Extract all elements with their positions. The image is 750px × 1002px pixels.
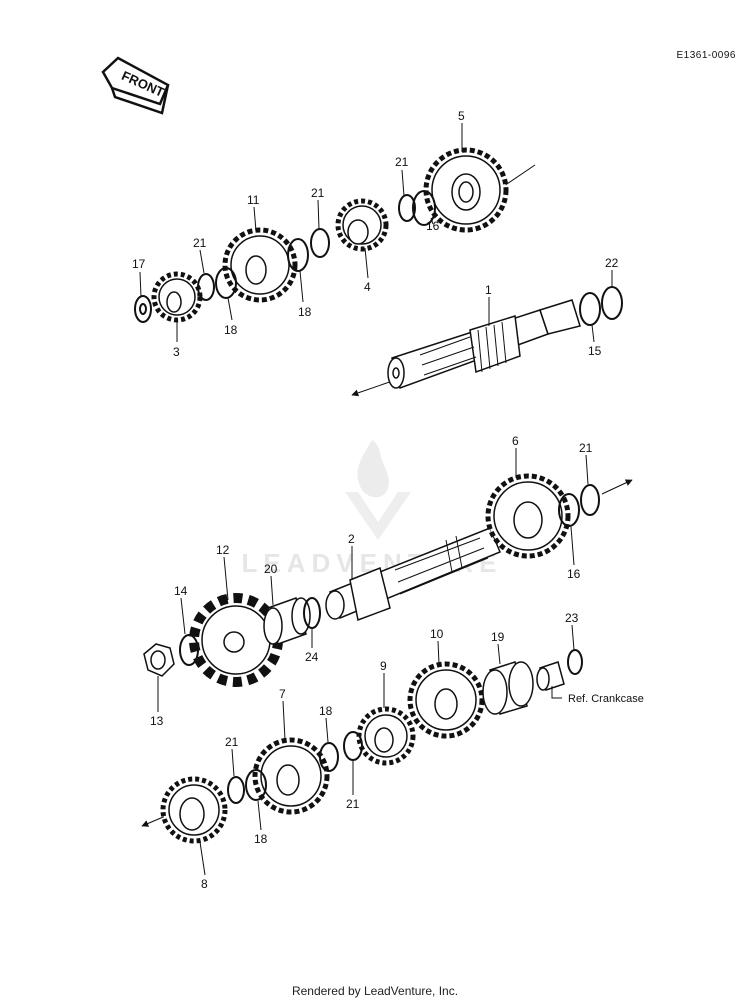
part-15-washer bbox=[579, 292, 601, 326]
callout-13: 13 bbox=[150, 714, 164, 728]
part-13-nut bbox=[143, 643, 175, 677]
lower-leader-lines bbox=[157, 448, 589, 876]
callout-8: 8 bbox=[201, 877, 208, 891]
diagram-code: E1361-0096 bbox=[676, 50, 736, 61]
part-12-sprocket bbox=[189, 593, 283, 687]
part-21-circlip-upper-right bbox=[398, 194, 416, 222]
footer-credit: Rendered by LeadVenture, Inc. bbox=[291, 984, 459, 998]
callout-7: 7 bbox=[279, 687, 286, 701]
callout-21: 21 bbox=[193, 236, 207, 250]
upper-leader-lines bbox=[139, 123, 613, 343]
callout-21: 21 bbox=[579, 441, 593, 455]
lower-right-washers bbox=[558, 484, 600, 527]
part-7-gear bbox=[252, 737, 330, 815]
part-8-gear bbox=[160, 776, 228, 844]
callout-20: 20 bbox=[264, 562, 278, 576]
callout-1: 1 bbox=[485, 283, 492, 297]
part-16-washer-upper bbox=[412, 190, 436, 226]
callout-23: 23 bbox=[565, 611, 579, 625]
callout-22: 22 bbox=[605, 256, 619, 270]
part-18-washer-upper-mid bbox=[287, 238, 309, 272]
callout-9: 9 bbox=[380, 659, 387, 673]
part-14-washer bbox=[179, 634, 199, 666]
callout-2: 2 bbox=[348, 532, 355, 546]
part-18-washer-lower-mid bbox=[319, 742, 339, 772]
lower-left-washers bbox=[227, 731, 363, 804]
part-9-gear bbox=[356, 706, 416, 766]
callout-17: 17 bbox=[132, 257, 146, 271]
part-21-circlip-lower-right bbox=[580, 484, 600, 516]
part-3-gear bbox=[151, 271, 203, 323]
part-4-gear bbox=[335, 198, 389, 252]
part-19-bearing bbox=[482, 661, 534, 715]
callout-12: 12 bbox=[216, 543, 230, 557]
front-direction-arrow: FRONT bbox=[101, 56, 170, 115]
callout-18: 18 bbox=[319, 704, 333, 718]
callout-14: 14 bbox=[174, 584, 188, 598]
callout-18: 18 bbox=[298, 305, 312, 319]
needle-bearing bbox=[536, 661, 565, 691]
callout-3: 3 bbox=[173, 345, 180, 359]
reference-leader bbox=[551, 686, 562, 699]
callout-numbers: 5 21 11 21 21 17 16 4 18 18 3 1 22 15 6 … bbox=[132, 109, 619, 891]
part-11-gear bbox=[222, 227, 298, 303]
callout-6: 6 bbox=[512, 434, 519, 448]
callout-21: 21 bbox=[225, 735, 239, 749]
part-18-washer-upper-left bbox=[215, 267, 237, 299]
callout-16: 16 bbox=[426, 219, 440, 233]
callout-11: 11 bbox=[247, 193, 260, 207]
callout-4: 4 bbox=[364, 280, 371, 294]
part-23-circlip bbox=[567, 649, 583, 675]
upper-washers-and-circlips bbox=[134, 190, 623, 326]
callout-16: 16 bbox=[567, 567, 581, 581]
part-21-circlip-upper-left bbox=[197, 273, 215, 301]
callout-15: 15 bbox=[588, 344, 602, 358]
part-10-gear bbox=[407, 661, 485, 739]
part-1-drive-shaft bbox=[387, 299, 581, 389]
part-24-o-ring bbox=[303, 597, 321, 629]
callout-21: 21 bbox=[395, 155, 409, 169]
part-5-gear bbox=[423, 147, 509, 233]
callout-18: 18 bbox=[224, 323, 238, 337]
part-18-washer-lower-left bbox=[245, 769, 267, 801]
part-17-washer bbox=[134, 295, 152, 323]
callout-19: 19 bbox=[491, 630, 505, 644]
callout-5: 5 bbox=[458, 109, 465, 123]
part-21-circlip-upper-mid bbox=[310, 228, 330, 258]
part-22-circlip bbox=[601, 286, 623, 320]
part-21-circlip-lower-left bbox=[227, 776, 245, 804]
part-20-collar bbox=[263, 597, 311, 645]
callout-18: 18 bbox=[254, 832, 268, 846]
reference-label: Ref. Crankcase bbox=[568, 693, 644, 705]
callout-10: 10 bbox=[430, 627, 444, 641]
part-21-circlip-lower-mid bbox=[343, 731, 363, 761]
part-2-output-shaft bbox=[325, 527, 501, 622]
part-6-gear bbox=[485, 473, 571, 559]
callout-21: 21 bbox=[346, 797, 360, 811]
part-16-washer-lower bbox=[558, 493, 580, 527]
callout-24: 24 bbox=[305, 650, 319, 664]
callout-21: 21 bbox=[311, 186, 325, 200]
